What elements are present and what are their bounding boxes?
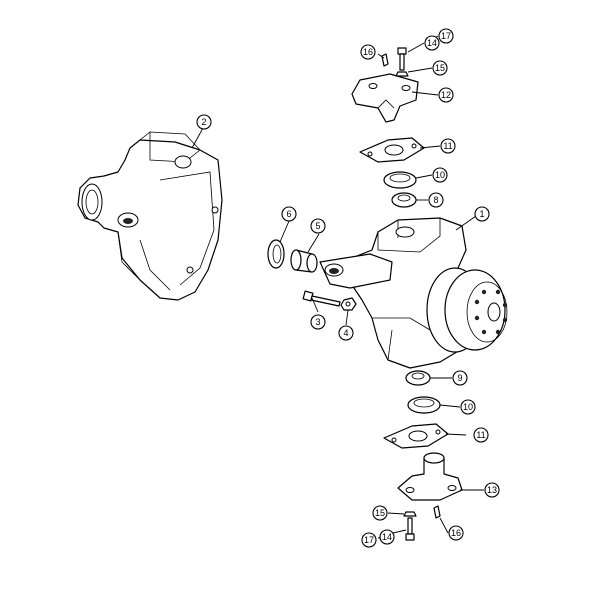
part-10-lower-seal	[407, 396, 441, 414]
svg-text:9: 9	[457, 373, 462, 383]
svg-text:2: 2	[201, 117, 206, 127]
callout-3: 3	[310, 314, 326, 330]
callout-10-lower: 10	[460, 399, 476, 415]
svg-text:4: 4	[343, 328, 348, 338]
callout-11-lower: 11	[473, 427, 489, 443]
callout-12: 12	[438, 87, 454, 103]
svg-text:11: 11	[443, 141, 452, 151]
callout-17-lower: 17	[361, 532, 377, 548]
leader-lines	[191, 35, 484, 539]
svg-text:17: 17	[364, 535, 374, 545]
callout-14-upper: 14	[424, 35, 440, 51]
part-3-bolt	[302, 290, 341, 307]
part-13-lower-cap	[397, 452, 463, 501]
svg-text:3: 3	[315, 317, 320, 327]
svg-text:5: 5	[315, 221, 320, 231]
svg-text:17: 17	[441, 31, 451, 41]
callout-9: 9	[452, 370, 468, 386]
part-6-seal-ring	[267, 239, 285, 269]
part-11-upper-shim	[359, 137, 425, 163]
part-1-knuckle	[319, 217, 508, 369]
part-9-lower-bearing	[405, 370, 431, 386]
callout-15-lower: 15	[372, 505, 388, 521]
callout-13: 13	[484, 482, 500, 498]
svg-text:10: 10	[463, 402, 473, 412]
svg-text:16: 16	[451, 528, 461, 538]
svg-text:12: 12	[441, 90, 451, 100]
callout-10-upper: 10	[432, 167, 448, 183]
svg-text:15: 15	[375, 508, 385, 518]
svg-text:11: 11	[476, 430, 485, 440]
part-2-housing	[77, 131, 223, 301]
svg-text:8: 8	[433, 195, 438, 205]
svg-text:15: 15	[435, 63, 445, 73]
callout-6: 6	[281, 206, 297, 222]
part-10-upper-seal	[383, 171, 417, 189]
svg-text:6: 6	[286, 209, 291, 219]
part-12-upper-cap	[351, 73, 419, 123]
part-4-nut	[340, 297, 357, 311]
part-5-bushing	[290, 249, 318, 273]
callout-15-upper: 15	[432, 60, 448, 76]
callout-1: 1	[474, 206, 490, 222]
part-11-lower-shim	[383, 423, 449, 449]
callout-17-upper: 17	[438, 28, 454, 44]
svg-text:10: 10	[435, 170, 445, 180]
callout-16-upper: 16	[360, 44, 376, 60]
part-8-upper-bearing	[391, 192, 417, 208]
lower-fasteners	[403, 505, 441, 541]
callout-14-lower: 14	[379, 529, 395, 545]
svg-text:14: 14	[382, 532, 392, 542]
svg-text:16: 16	[363, 47, 373, 57]
svg-text:1: 1	[479, 209, 484, 219]
upper-fasteners	[381, 47, 409, 77]
callouts: 1 2 3 4 5 6 8 9 10 10 11 11 12 13 14 14 …	[196, 28, 500, 548]
callout-16-lower: 16	[448, 525, 464, 541]
svg-text:14: 14	[427, 38, 437, 48]
svg-text:13: 13	[487, 485, 497, 495]
callout-8: 8	[428, 192, 444, 208]
callout-4: 4	[338, 325, 354, 341]
callout-5: 5	[310, 218, 326, 234]
callout-2: 2	[196, 114, 212, 130]
callout-11-upper: 11	[440, 138, 456, 154]
